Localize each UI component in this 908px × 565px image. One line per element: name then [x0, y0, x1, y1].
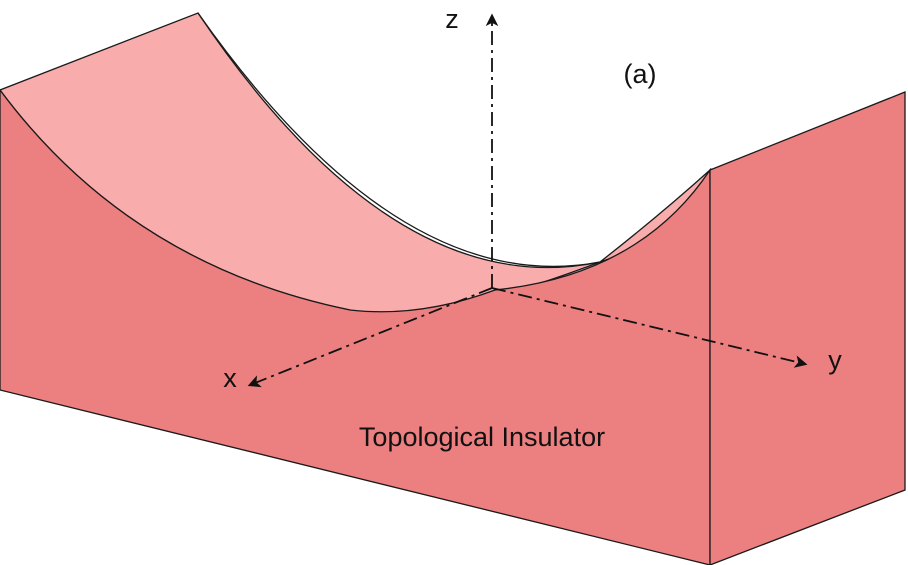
x-axis-label: x	[223, 363, 237, 393]
right-face	[709, 91, 906, 565]
surface-curve-line	[197, 12, 601, 268]
panel-label: (a)	[624, 59, 657, 89]
y-axis-label: y	[828, 345, 842, 375]
material-label: Topological Insulator	[359, 422, 605, 452]
front-face	[0, 88, 711, 565]
x-axis-line	[247, 287, 493, 388]
z-axis-label: z	[445, 4, 459, 34]
